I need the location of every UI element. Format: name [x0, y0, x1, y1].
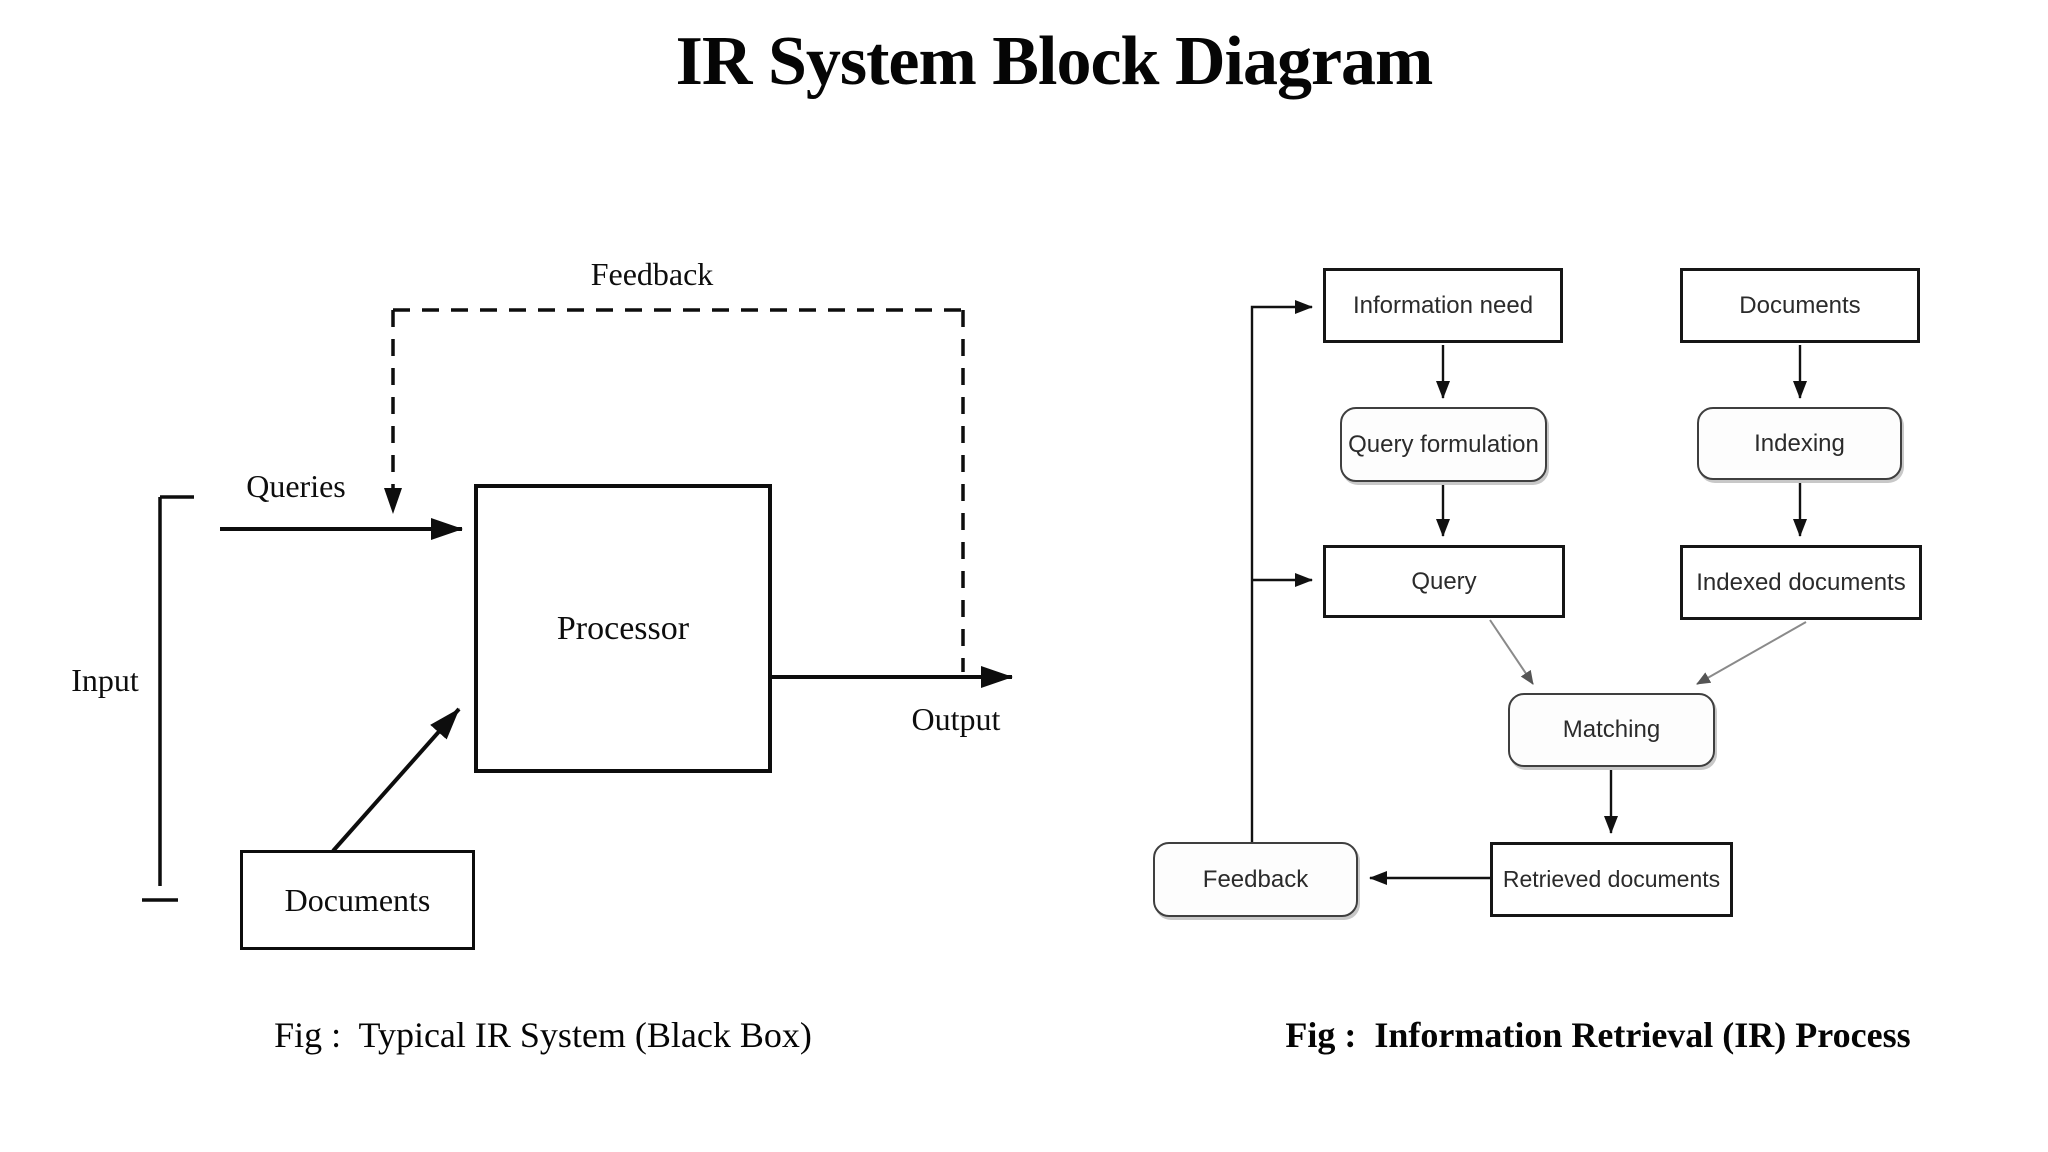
input-bracket [142, 495, 194, 902]
page-title: IR System Block Diagram [675, 23, 1434, 100]
matching-label: Matching [1562, 716, 1661, 743]
right-figure-caption: Fig : Information Retrieval (IR) Process [1285, 1015, 1911, 1055]
queries-line-label: Queries [246, 468, 346, 504]
retrieved-documents-box: Retrieved documents [1490, 842, 1733, 917]
documents-to-processor-arrow [331, 707, 461, 853]
indexed-documents-to-matching-arrow [1696, 621, 1807, 685]
indexed-documents-box: Indexed documents [1680, 545, 1922, 620]
left-figure-caption: Fig : Typical IR System (Black Box) [274, 1015, 812, 1055]
documents-box-right-label: Documents [1739, 291, 1861, 319]
feedback-line-label: Feedback [590, 256, 714, 292]
query-formulation-label: Query formulation [1348, 430, 1539, 458]
indexing-label: Indexing [1754, 429, 1845, 457]
information-need-box: Information need [1323, 268, 1563, 343]
feedback-box: Feedback [1153, 842, 1358, 917]
matching-box: Matching [1508, 693, 1715, 767]
query-to-matching-arrow [1489, 619, 1534, 685]
processor-box: Processor [474, 484, 772, 773]
output-line-label: Output [911, 701, 1001, 737]
retrieved-documents-label: Retrieved documents [1502, 866, 1721, 892]
processor-box-label: Processor [556, 609, 690, 647]
query-formulation-box: Query formulation [1340, 407, 1547, 482]
query-label: Query [1411, 567, 1477, 595]
documents-box-left-label: Documents [284, 881, 431, 918]
documents-box-left: Documents [240, 850, 475, 950]
input-bracket-label: Input [71, 662, 139, 698]
documents-box-right: Documents [1680, 268, 1920, 343]
indexing-box: Indexing [1697, 407, 1902, 480]
indexed-documents-label: Indexed documents [1696, 568, 1906, 596]
feedback-loop-line [1250, 300, 1313, 842]
information-need-label: Information need [1352, 291, 1534, 319]
query-box: Query [1323, 545, 1565, 618]
feedback-box-label: Feedback [1202, 865, 1309, 893]
